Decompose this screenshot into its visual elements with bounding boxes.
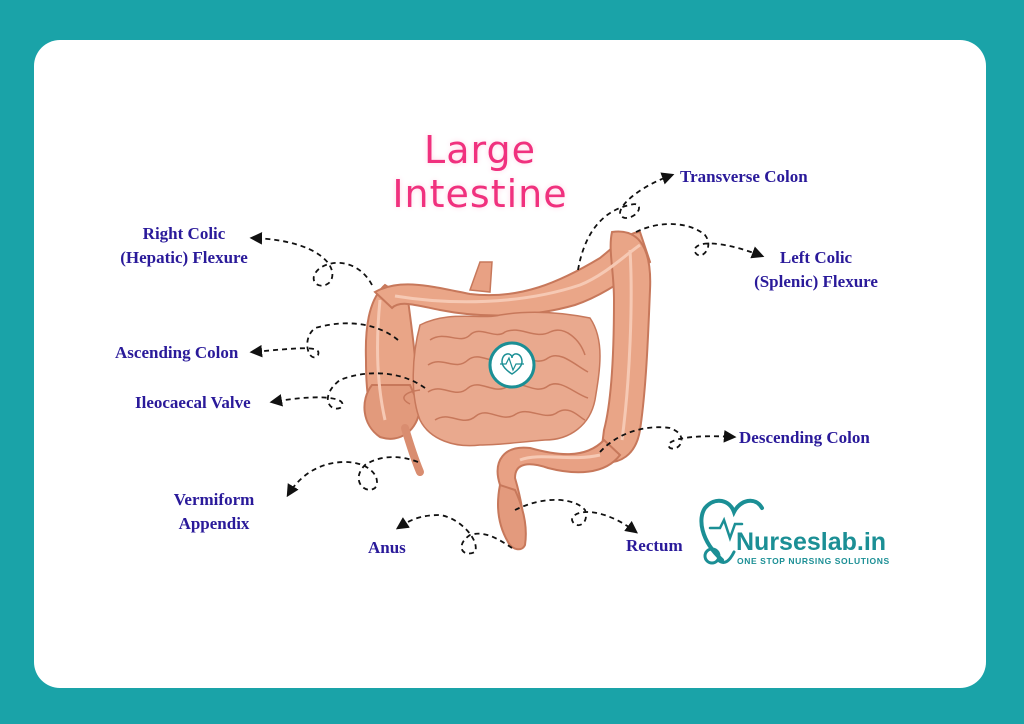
large-intestine-illustration [364,232,650,550]
arrow-right-colic-flexure [252,238,372,286]
label-right-colic-flexure: Right Colic (Hepatic) Flexure [110,222,258,270]
brand-name: Nurseslab.in [736,528,886,557]
transverse-colon-shape [375,232,650,315]
arrow-left-colic-flexure [636,224,762,256]
label-left-colic-flexure: Left Colic (Splenic) Flexure [746,246,886,294]
rectum-shape [498,485,526,549]
label-ascending-colon: Ascending Colon [115,341,238,365]
caecum-shape [364,385,420,439]
arrow-rectum [515,500,636,532]
label-ileocaecal-valve: Ileocaecal Valve [135,391,251,415]
label-vermiform-line1: Vermiform [160,488,268,512]
label-vermiform-line2: Appendix [160,512,268,536]
arrow-anus [398,515,512,554]
label-left-colic-line1: Left Colic [746,246,886,270]
page-title: Large Intestine [330,128,630,216]
brand-tagline: ONE STOP NURSING SOLUTIONS [737,556,890,566]
label-anus: Anus [368,536,406,560]
appendix-shape [405,428,420,472]
label-vermiform-appendix: Vermiform Appendix [160,488,268,536]
label-descending-colon: Descending Colon [739,426,870,450]
label-transverse-colon: Transverse Colon [680,165,808,189]
label-rectum: Rectum [626,534,683,558]
label-right-colic-line2: (Hepatic) Flexure [110,246,258,270]
watermark-logo [490,343,534,387]
label-right-colic-line1: Right Colic [110,222,258,246]
label-left-colic-line2: (Splenic) Flexure [746,270,886,294]
arrow-vermiform-appendix [288,457,418,495]
